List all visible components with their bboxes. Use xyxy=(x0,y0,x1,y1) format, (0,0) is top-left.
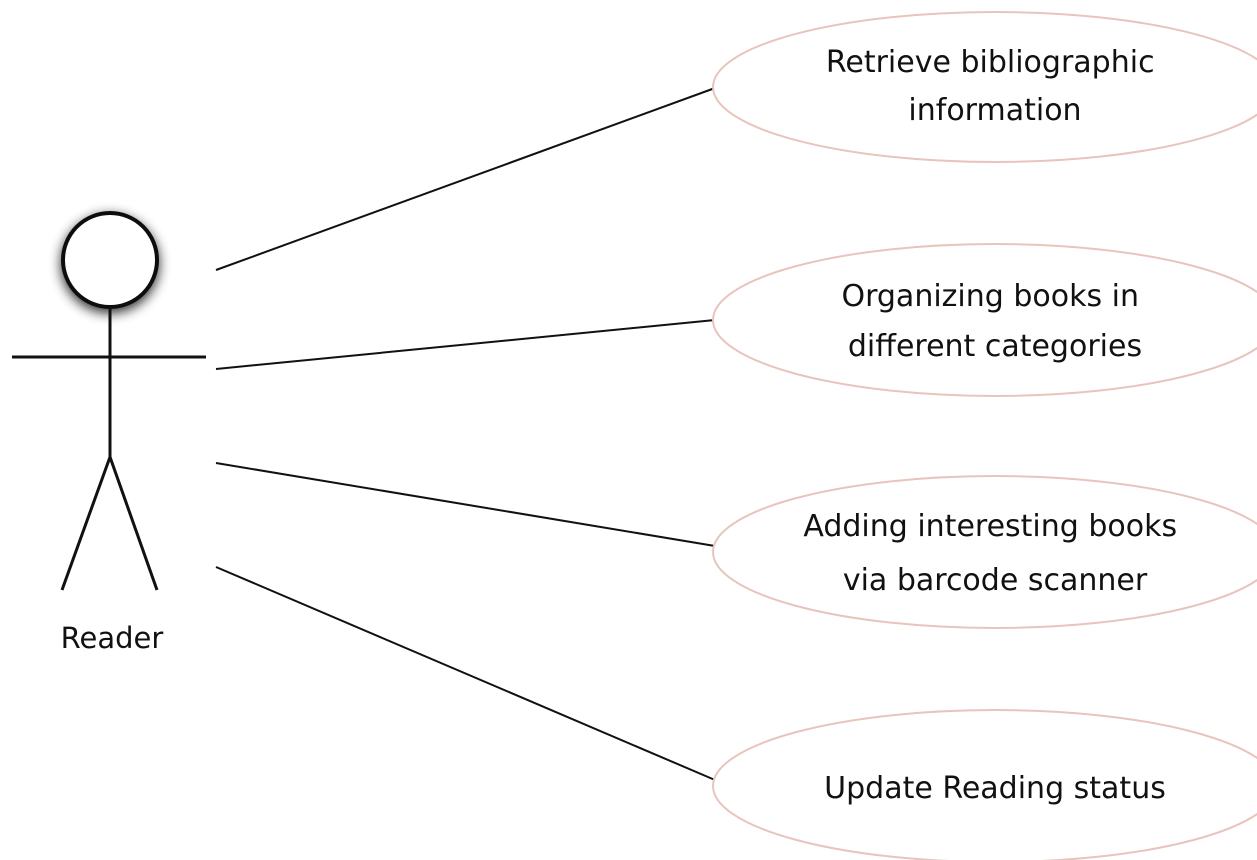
association-line-uc4 xyxy=(215,566,716,781)
actor-reader: Reader xyxy=(12,211,206,655)
associations xyxy=(215,87,716,781)
use-case-ellipse xyxy=(712,243,1257,397)
use-case-ellipse xyxy=(712,709,1257,860)
use-case-ellipse xyxy=(712,475,1257,629)
use-case-label: Organizing books in different categories xyxy=(841,279,1148,364)
use-case-uc4: Update Reading status xyxy=(712,709,1257,860)
stick-figure-icon xyxy=(12,211,206,591)
use-case-uc2: Organizing books in different categories xyxy=(712,243,1257,397)
use-case-label-line: Update Reading status xyxy=(824,771,1166,806)
use-case-uc1: Retrieve bibliographic information xyxy=(712,11,1257,163)
use-case-label-line: via barcode scanner xyxy=(843,563,1148,598)
use-case-label: Retrieve bibliographic information xyxy=(826,45,1164,128)
actor-head xyxy=(61,211,159,309)
use-case-uc3: Adding interesting books via barcode sca… xyxy=(712,475,1257,629)
actor-left-leg xyxy=(60,456,112,591)
association-line-uc2 xyxy=(215,319,716,370)
association-line-uc3 xyxy=(215,462,716,547)
association-line-uc1 xyxy=(215,87,716,271)
use-case-label-line: Organizing books in xyxy=(841,279,1139,314)
use-case-label: Update Reading status xyxy=(824,771,1166,806)
use-case-ellipse xyxy=(712,11,1257,163)
use-case-label-line: Retrieve bibliographic xyxy=(826,45,1155,80)
actor-right-leg xyxy=(108,456,159,591)
use-case-label-line: different categories xyxy=(848,329,1142,364)
use-case-label-line: information xyxy=(908,93,1081,128)
use-case-label-line: Adding interesting books xyxy=(803,509,1177,544)
use-case-label: Adding interesting books via barcode sca… xyxy=(803,509,1186,598)
actor-label: Reader xyxy=(61,621,164,655)
